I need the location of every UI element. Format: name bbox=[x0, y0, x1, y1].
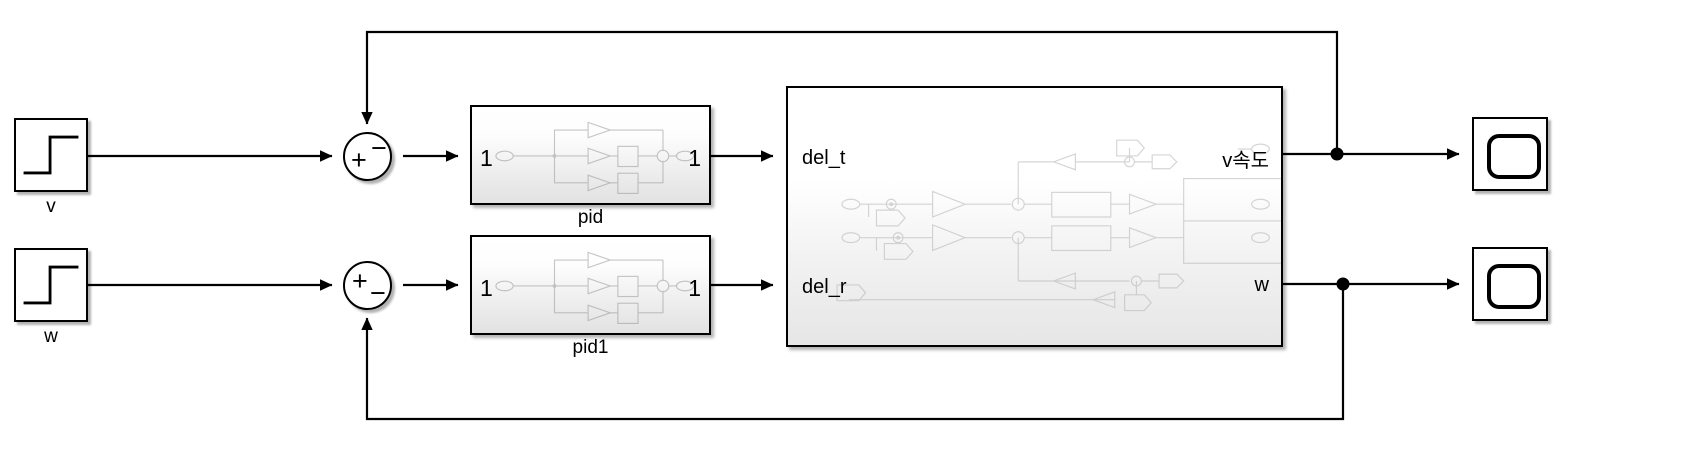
plant-input-label-del-t: del_t bbox=[802, 147, 846, 169]
plant-input-label-del-r: del_r bbox=[802, 276, 847, 298]
pid1-subsystem-block[interactable]: 1 1 bbox=[470, 235, 711, 335]
pid-subsystem-block[interactable]: 1 1 bbox=[470, 105, 711, 205]
scope-block-w[interactable] bbox=[1472, 247, 1548, 321]
pid-output-port-number: 1 bbox=[688, 145, 701, 171]
step-icon bbox=[23, 265, 79, 305]
scope-icon bbox=[1486, 134, 1542, 179]
plant-preview bbox=[788, 88, 1281, 345]
sum-block-w[interactable]: + − bbox=[343, 261, 392, 310]
step-icon bbox=[23, 135, 79, 175]
sum-v-minus-sign: − bbox=[371, 133, 387, 163]
pid1-caption: pid1 bbox=[572, 337, 609, 358]
pid-input-port-number: 1 bbox=[480, 145, 493, 171]
pid1-output-port-number: 1 bbox=[688, 275, 701, 301]
pid1-preview bbox=[472, 237, 709, 333]
step-v-caption: v bbox=[46, 196, 56, 217]
scope-block-v[interactable] bbox=[1472, 117, 1548, 191]
step-w-caption: w bbox=[44, 326, 58, 347]
branch-point-w bbox=[1336, 277, 1350, 291]
pid-preview bbox=[472, 107, 709, 203]
scope-icon bbox=[1486, 264, 1542, 309]
plant-output-label-w: w bbox=[1254, 274, 1269, 296]
step-block-w[interactable] bbox=[14, 248, 88, 322]
plant-subsystem-block[interactable]: del_t del_r v속도 w bbox=[786, 86, 1283, 347]
sum-w-minus-sign: − bbox=[370, 278, 386, 308]
pid1-input-port-number: 1 bbox=[480, 275, 493, 301]
step-block-v[interactable] bbox=[14, 118, 88, 192]
branch-point-v bbox=[1330, 147, 1344, 161]
sum-w-plus-sign: + bbox=[352, 266, 368, 296]
sum-block-v[interactable]: + − bbox=[343, 132, 392, 181]
plant-output-label-v-speed: v속도 bbox=[1222, 150, 1269, 172]
sum-v-plus-sign: + bbox=[351, 145, 367, 175]
pid-caption: pid bbox=[577, 207, 604, 228]
